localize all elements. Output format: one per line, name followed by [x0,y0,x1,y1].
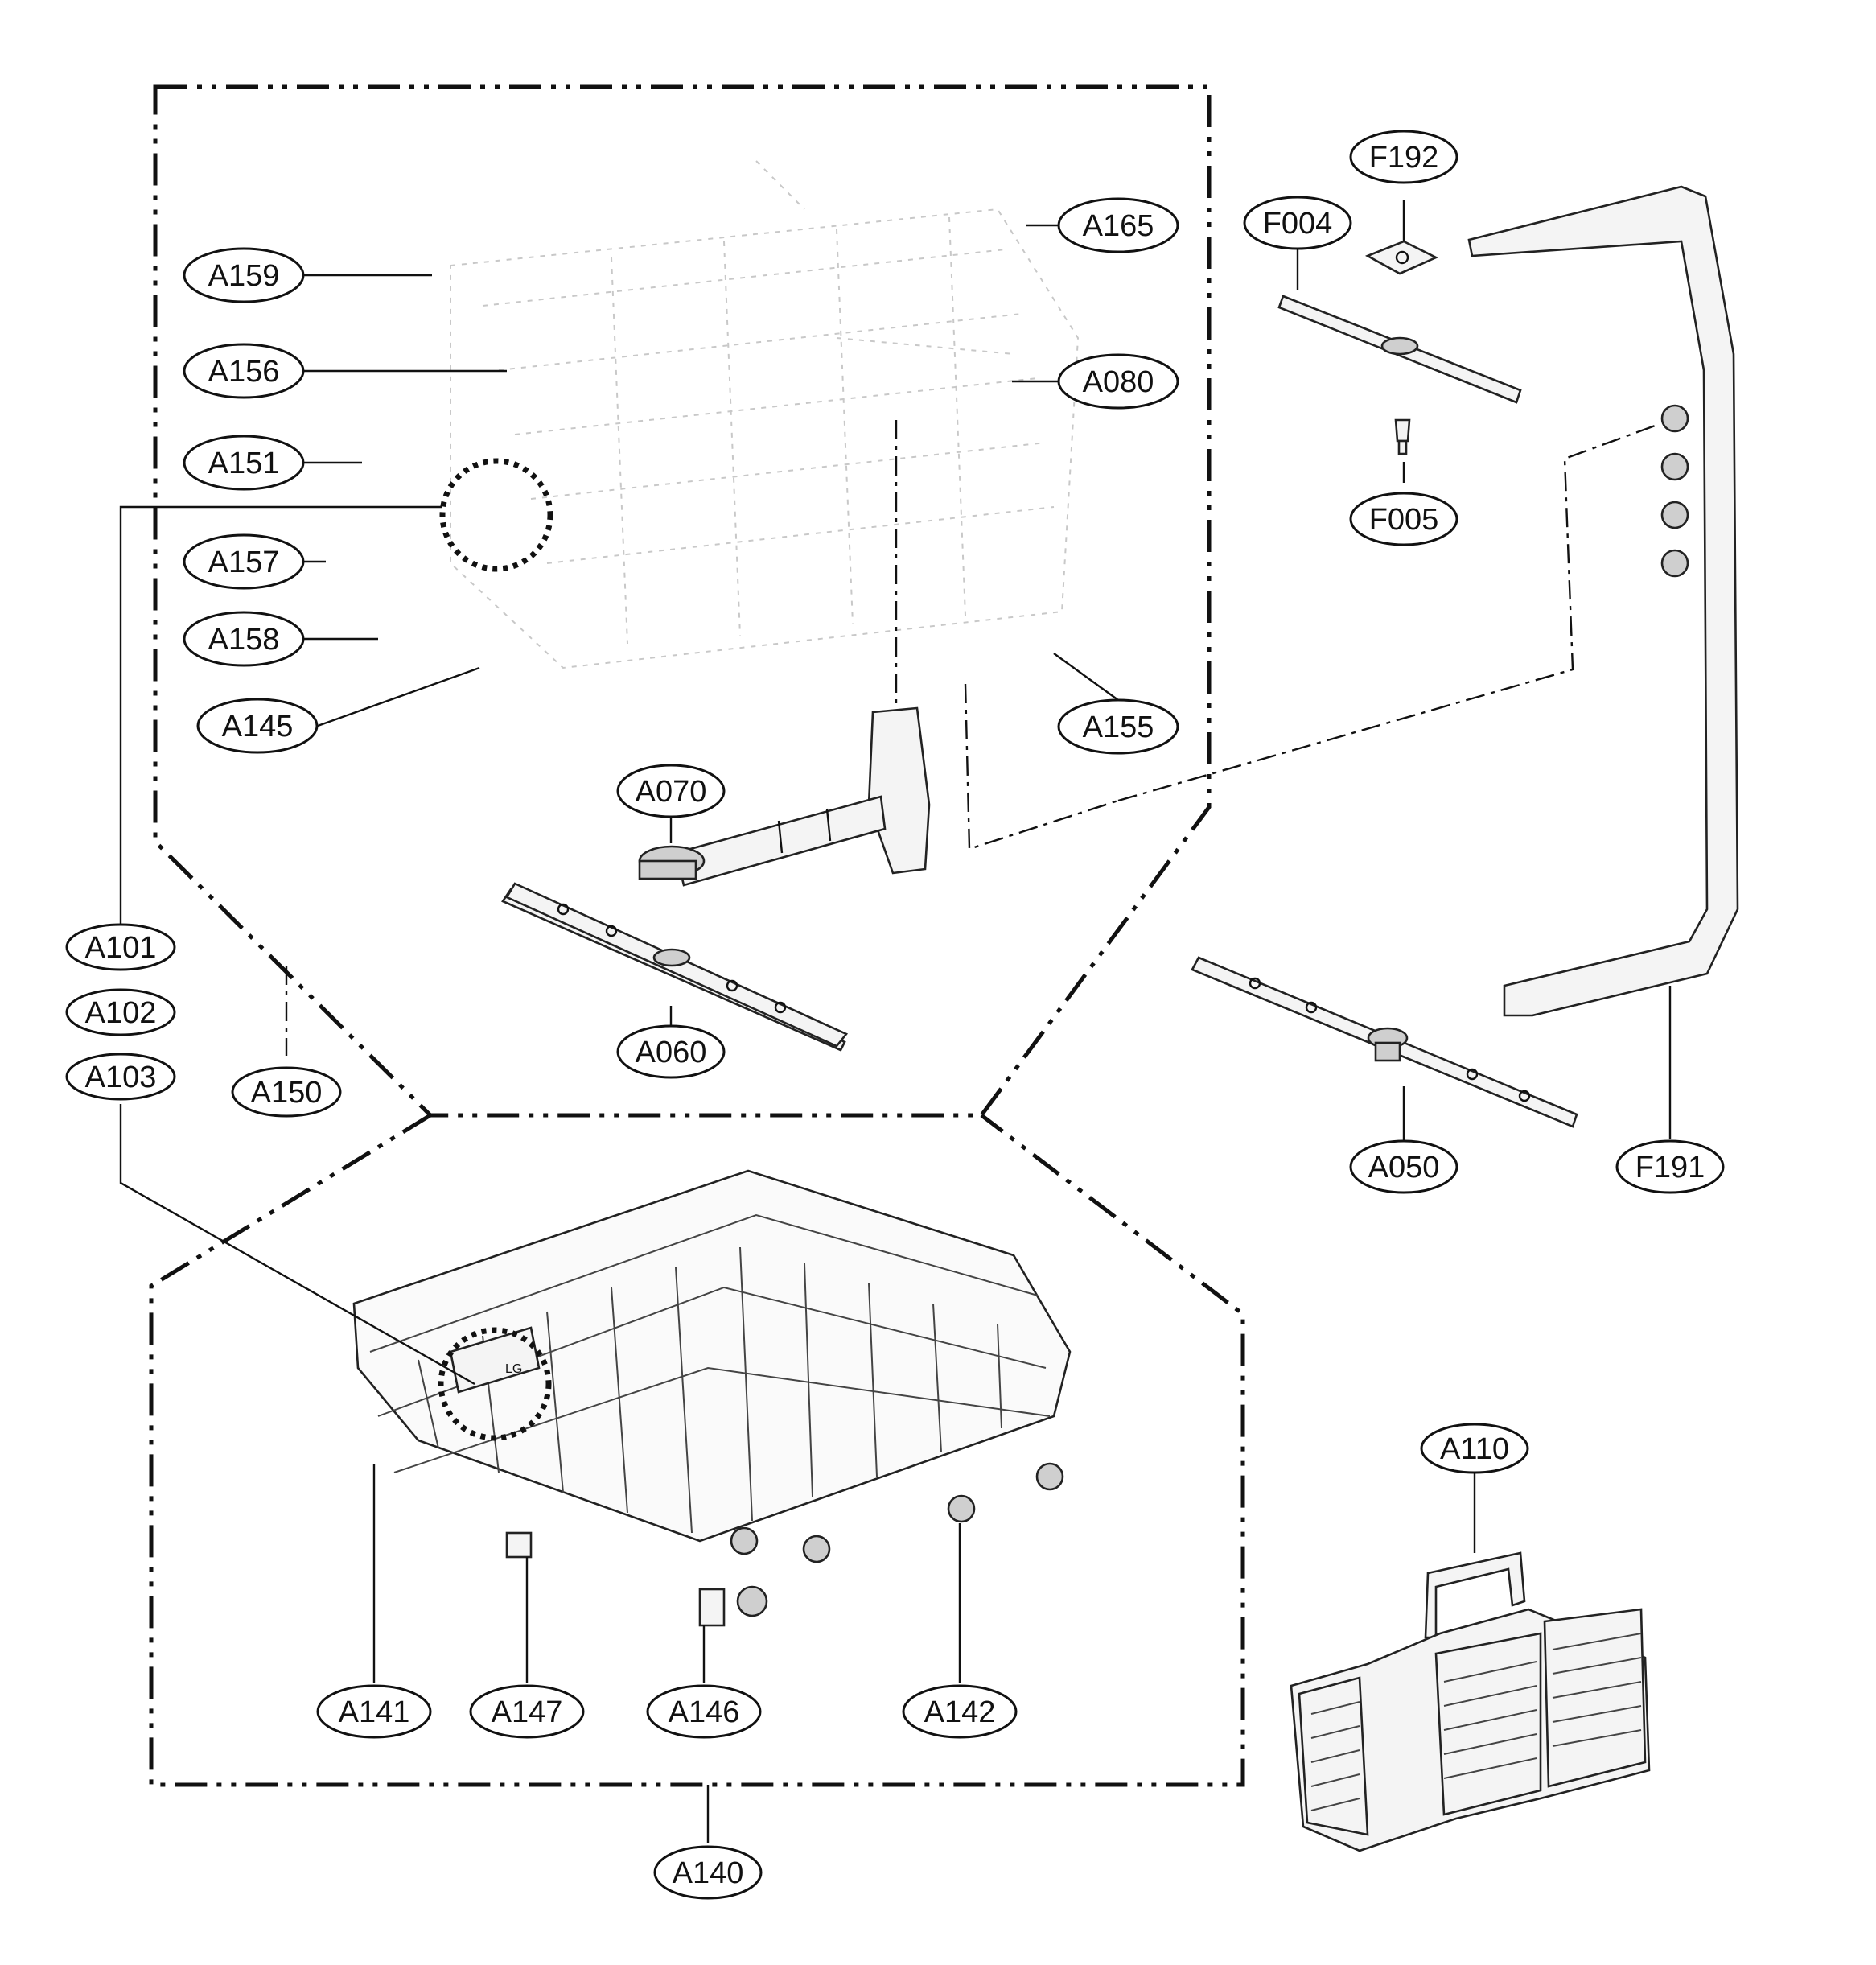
callout-A158: A158 [183,611,305,667]
callout-A102: A102 [65,988,176,1036]
svg-text:A159: A159 [208,259,280,293]
callout-F004: F004 [1243,196,1352,250]
callout-A155: A155 [1057,698,1179,755]
svg-text:A103: A103 [85,1061,157,1094]
svg-text:A070: A070 [636,775,707,809]
leader-lines [119,200,1672,1843]
svg-text:A140: A140 [673,1856,744,1890]
spray-arm-screw [1394,418,1411,455]
rack-logo: LG [505,1362,522,1376]
svg-text:A102: A102 [85,996,157,1030]
svg-text:F004: F004 [1263,207,1333,241]
svg-text:A141: A141 [339,1695,410,1729]
callout-F191: F191 [1615,1139,1725,1194]
lower-rack-boundary [149,1113,1245,1787]
callout-A050: A050 [1349,1139,1458,1194]
svg-text:A142: A142 [924,1695,996,1729]
callout-F192: F192 [1349,130,1458,184]
callout-A147: A147 [469,1684,585,1739]
callout-A140: A140 [653,1845,763,1900]
callout-A070: A070 [616,764,726,818]
svg-text:A060: A060 [636,1036,707,1069]
svg-text:A165: A165 [1083,209,1154,243]
callout-A080: A080 [1057,353,1179,410]
detail-circle-lower [438,1327,552,1441]
main-supply-pipe [1467,185,1739,1017]
svg-text:F192: F192 [1369,141,1439,175]
rack-handle [449,1326,541,1394]
callout-A103: A103 [65,1053,176,1101]
callout-A145: A145 [196,698,319,754]
callout-A156: A156 [183,343,305,399]
svg-text:A147: A147 [492,1695,563,1729]
svg-text:A110: A110 [1440,1432,1509,1466]
callout-A151: A151 [183,435,305,491]
callout-A159: A159 [183,247,305,303]
callout-A142: A142 [902,1684,1018,1739]
svg-text:A158: A158 [208,623,280,657]
callout-A060: A060 [616,1024,726,1079]
svg-text:A150: A150 [251,1076,323,1110]
svg-text:A146: A146 [669,1695,740,1729]
callout-A101: A101 [65,923,176,971]
callout-A157: A157 [183,533,305,590]
callout-A141: A141 [316,1684,432,1739]
svg-text:A155: A155 [1083,711,1154,744]
cutlery-basket [1290,1551,1651,1852]
upper-spray-arm [501,882,849,1052]
lower-spray-arm [1191,956,1578,1128]
svg-text:F191: F191 [1635,1151,1705,1184]
top-spray-hub [1364,240,1439,275]
svg-text:A151: A151 [208,447,280,480]
svg-text:F005: F005 [1369,503,1439,537]
svg-text:A157: A157 [208,546,280,579]
callout-A146: A146 [646,1684,762,1739]
svg-text:A080: A080 [1083,365,1154,399]
top-spray-arm [1277,295,1522,404]
upper-feed-tube [638,706,931,887]
svg-text:A156: A156 [208,355,280,389]
detail-circle-upper [439,458,553,572]
svg-text:A145: A145 [222,710,294,744]
lower-rack-basket: LG [352,1169,1072,1627]
callout-A165: A165 [1057,197,1179,253]
callout-A150: A150 [231,1066,342,1118]
callout-A110: A110 [1420,1423,1529,1474]
upper-rack-ghost [450,160,1080,669]
svg-text:A101: A101 [85,931,157,965]
callout-F005: F005 [1349,492,1458,546]
svg-text:A050: A050 [1368,1151,1440,1184]
